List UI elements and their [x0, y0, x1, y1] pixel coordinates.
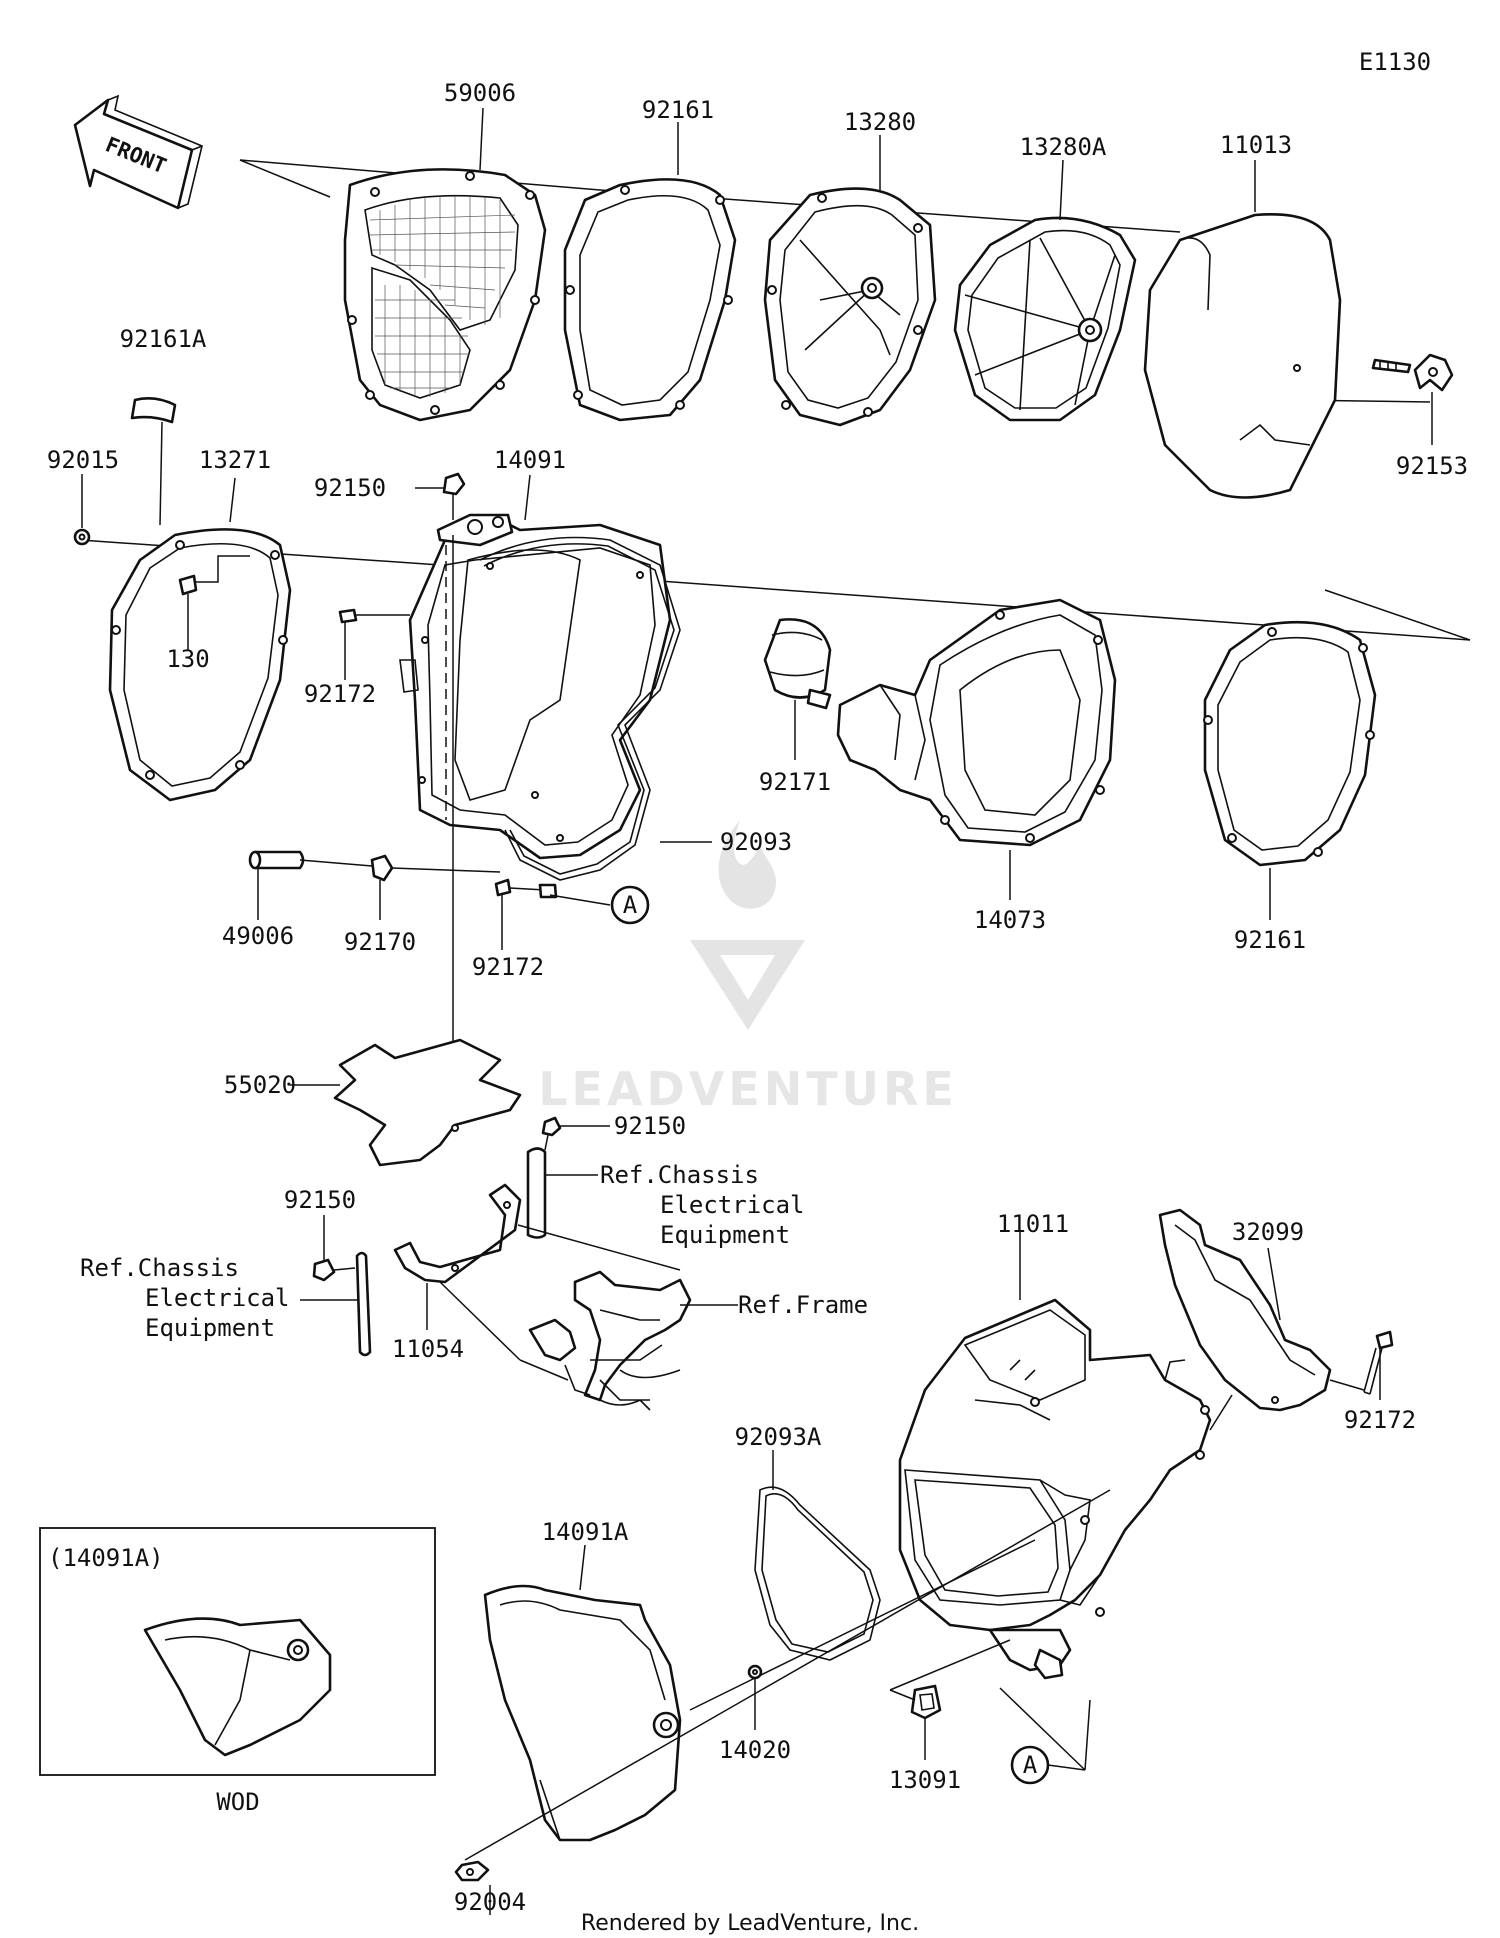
label-11011: 11011	[997, 1210, 1069, 1238]
part-49006-tube	[248, 850, 373, 920]
inset-14091A	[39, 1527, 436, 1776]
label-92171: 92171	[759, 768, 831, 796]
part-92093A-seal	[754, 1486, 881, 1661]
ref-chassis-right-line3: Equipment	[660, 1221, 790, 1249]
label-92172-right: 92172	[1344, 1406, 1416, 1434]
ref-chassis-left-line1: Ref.Chassis	[80, 1254, 239, 1282]
part-92171-clamp	[763, 618, 832, 760]
label-13280: 13280	[844, 108, 916, 136]
footer-credit: Rendered by LeadVenture, Inc.	[581, 1911, 919, 1936]
label-92161-right: 92161	[1234, 926, 1306, 954]
label-92015: 92015	[47, 446, 119, 474]
part-13091-clip	[889, 1639, 1011, 1760]
ref-frame	[519, 1270, 738, 1411]
part-13271-plate	[108, 528, 292, 802]
label-59006: 59006	[444, 79, 516, 107]
part-92015-washer	[73, 528, 91, 546]
part-11013-filter	[1143, 213, 1342, 499]
ref-chassis-right-line2: Electrical	[660, 1191, 805, 1219]
part-13280A-cage	[953, 216, 1137, 422]
label-55020: 55020	[224, 1071, 296, 1099]
ref-chassis-right-line1: Ref.Chassis	[600, 1161, 759, 1189]
ref-frame-label: Ref.Frame	[738, 1291, 868, 1319]
part-92150-bolt-top	[442, 472, 466, 1120]
label-32099: 32099	[1232, 1218, 1304, 1246]
part-59006-screen	[343, 168, 547, 422]
ref-chassis-left-line2: Electrical	[145, 1284, 290, 1312]
label-92172-mid: 92172	[472, 953, 544, 981]
label-11054: 11054	[392, 1335, 464, 1363]
ref-chassis-strap-right	[526, 1147, 598, 1239]
label-92150-top: 92150	[314, 474, 386, 502]
part-14073-duct	[836, 598, 1117, 847]
part-92004-screw	[454, 1860, 491, 1915]
part-92161-gasket-right	[1203, 620, 1377, 867]
ref-chassis-strap-left	[300, 1251, 372, 1357]
label-14020: 14020	[719, 1736, 791, 1764]
front-arrow-icon: FRONT	[73, 94, 203, 210]
callout-marker-a-bottom-group	[999, 1687, 1091, 1785]
marker-a-bottom-text: A	[1023, 1751, 1038, 1779]
part-92172-bolt-right	[1329, 1330, 1394, 1400]
part-11054-bracket	[393, 1183, 681, 1361]
part-92150-bolt-left	[312, 1215, 356, 1282]
marker-a-top-text: A	[623, 891, 638, 919]
part-130-bolt	[178, 555, 250, 650]
label-92153: 92153	[1396, 452, 1468, 480]
part-92150-bolt-mid	[541, 1116, 610, 1151]
part-32099-sidecover	[1158, 1208, 1332, 1431]
label-92093: 92093	[720, 828, 792, 856]
label-92161A: 92161A	[120, 325, 207, 353]
label-92150-mid: 92150	[614, 1112, 686, 1140]
label-11013: 11013	[1220, 131, 1292, 159]
watermark-logo	[690, 820, 805, 1030]
part-92172-bolt-mid	[494, 878, 558, 950]
part-92172-bolt-left	[338, 608, 410, 680]
inset-title: (14091A)	[48, 1544, 164, 1572]
lower-axis-line-2	[689, 1539, 1036, 1711]
label-13280A: 13280A	[1020, 133, 1107, 161]
diagram-code: E1130	[1359, 48, 1431, 76]
label-92004: 92004	[454, 1888, 526, 1916]
part-13280-holder	[763, 187, 937, 427]
label-49006: 49006	[222, 922, 294, 950]
label-92170: 92170	[344, 928, 416, 956]
label-14073: 14073	[974, 906, 1046, 934]
part-14091A-cover	[483, 1584, 682, 1842]
callout-marker-a-top	[610, 885, 650, 925]
label-130: 130	[166, 645, 209, 673]
part-11011-airbox	[898, 1298, 1212, 1680]
label-92150-left: 92150	[284, 1186, 356, 1214]
part-55020-pad	[333, 1038, 522, 1167]
part-92093-seal	[479, 536, 681, 881]
label-14091: 14091	[494, 446, 566, 474]
lower-axis-line	[464, 1489, 1111, 1861]
part-92161-gasket-top	[563, 178, 737, 422]
watermark-text: LEADVENTURE	[538, 1062, 958, 1116]
part-92153-wingbolt	[1371, 353, 1454, 392]
leader-marker-a-top	[549, 894, 611, 906]
part-92170-clip	[370, 854, 501, 920]
part-92161A-strip	[130, 397, 177, 526]
label-13271: 13271	[199, 446, 271, 474]
label-leaders	[81, 107, 1433, 1591]
label-14091A: 14091A	[542, 1518, 629, 1546]
label-13091: 13091	[889, 1766, 961, 1794]
inset-caption: WOD	[216, 1788, 259, 1816]
ref-chassis-left-line3: Equipment	[145, 1314, 275, 1342]
label-92161-top: 92161	[642, 96, 714, 124]
label-92093A: 92093A	[735, 1423, 822, 1451]
part-14091-cover	[399, 513, 672, 860]
label-92172-left: 92172	[304, 680, 376, 708]
